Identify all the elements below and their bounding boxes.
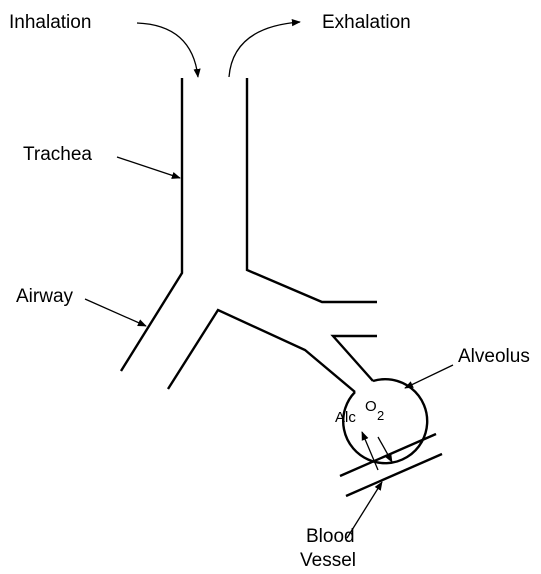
- alc-label: Alc: [335, 409, 356, 426]
- alc-diffusion-arrow: [361, 431, 379, 471]
- airway-walls: [119, 78, 443, 498]
- alveolus-pointer-arrow: [404, 364, 454, 389]
- lower-branch-wall: [166, 308, 356, 393]
- inhalation-label: Inhalation: [9, 12, 91, 33]
- trachea-pointer-arrow: [116, 156, 181, 179]
- oxygen-diffusion-arrow: [377, 436, 393, 463]
- oxygen-subscript-label: 2: [377, 408, 384, 423]
- airway-label: Airway: [16, 286, 74, 307]
- blood-vessel-label-line2: Vessel: [300, 550, 356, 571]
- oxygen-symbol-label: O: [365, 398, 377, 415]
- alveolus-label: Alveolus: [458, 346, 530, 367]
- exhalation-label: Exhalation: [322, 12, 411, 33]
- trachea-right-wall: [245, 78, 377, 304]
- trachea-left-wall: [119, 78, 184, 372]
- exhalation-arrow: [228, 19, 301, 78]
- blood-vessel-pointer-arrow: [346, 481, 383, 539]
- airway-pointer-arrow: [84, 298, 147, 327]
- alveolar-duct-wall: [330, 334, 377, 382]
- inhalation-arrow: [136, 22, 201, 78]
- blood-vessel-label-line1: Blood: [306, 526, 355, 547]
- blood-vessel-wall-lower: [345, 452, 443, 498]
- trachea-label: Trachea: [23, 144, 92, 165]
